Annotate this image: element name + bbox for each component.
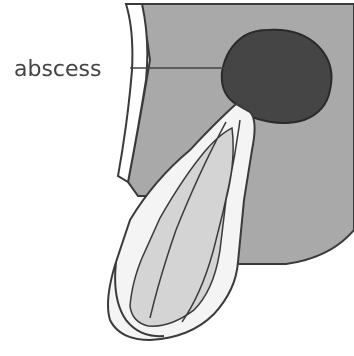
abscess-label: abscess	[14, 57, 101, 82]
